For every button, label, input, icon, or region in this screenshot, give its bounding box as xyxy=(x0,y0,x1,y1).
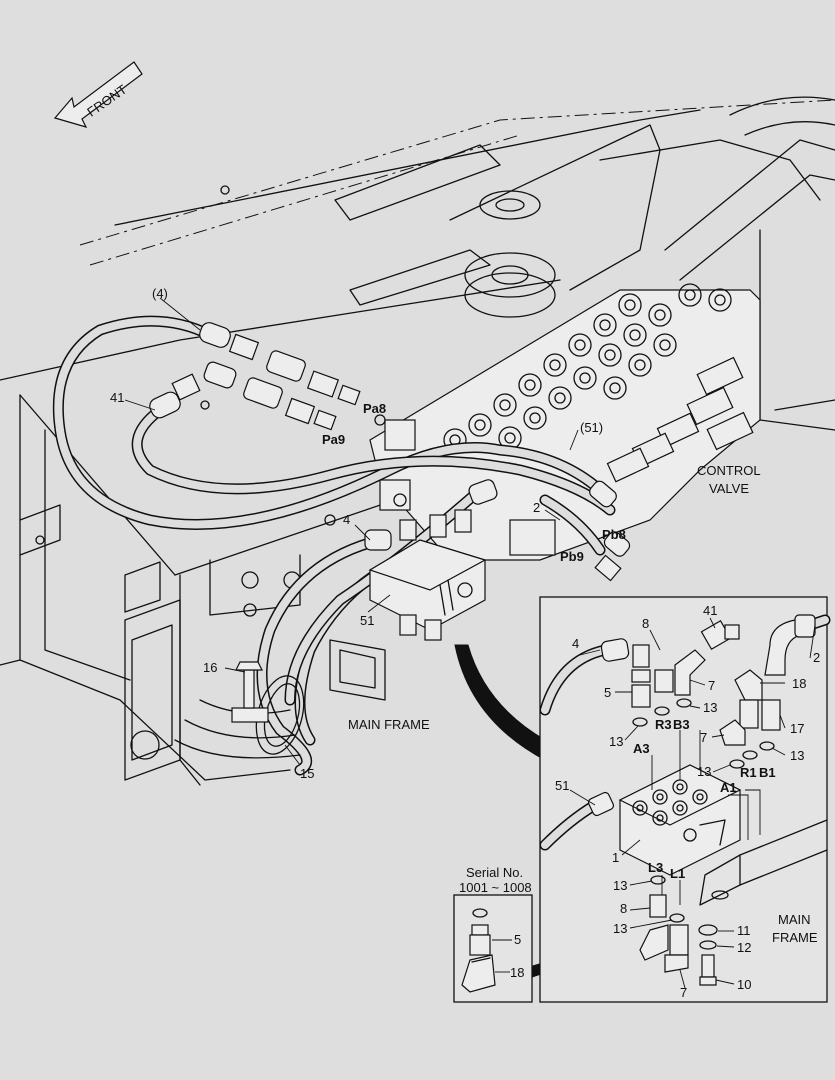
detail-callout-11: 11 xyxy=(737,923,751,938)
port-r1: R1 xyxy=(740,765,757,780)
control-valve-label-2: VALVE xyxy=(709,481,749,496)
detail-callout-8b: 8 xyxy=(620,901,627,916)
detail-callout-8: 8 xyxy=(642,616,649,631)
control-valve-label-1: CONTROL xyxy=(697,463,761,478)
detail-callout-1: 1 xyxy=(612,850,619,865)
serial-box: Serial No. 1001 ~ 1008 5 18 xyxy=(453,865,533,1003)
detail-callout-2: 2 xyxy=(813,650,820,665)
serial-title-1: Serial No. xyxy=(466,865,523,880)
valve-spool-caps xyxy=(443,283,732,452)
detail-callout-12: 12 xyxy=(737,940,751,955)
detail-callout-13b: 13 xyxy=(609,734,623,749)
detail-box: 8 41 4 2 5 7 18 13 13 A3 R3 B3 17 7 13 1… xyxy=(539,596,831,1003)
main-leaders xyxy=(124,297,579,766)
detail-callout-13e: 13 xyxy=(613,878,627,893)
detail-callout-17: 17 xyxy=(790,721,804,736)
port-pa9: Pa9 xyxy=(322,432,345,447)
detail-callout-13f: 13 xyxy=(613,921,627,936)
main-labels: (4) 41 Pa8 Pa9 (51) CONTROL VALVE 2 Pb8 … xyxy=(110,286,761,781)
port-b1: B1 xyxy=(759,765,776,780)
port-a1: A1 xyxy=(720,780,737,795)
port-b3: B3 xyxy=(673,717,690,732)
callout-15: 15 xyxy=(300,766,314,781)
port-l3: L3 xyxy=(648,860,663,875)
detail-callout-13d: 13 xyxy=(790,748,804,763)
hose-clamp xyxy=(231,661,305,755)
port-a3: A3 xyxy=(633,741,650,756)
detail-callout-7b: 7 xyxy=(700,730,707,745)
detail-callout-41: 41 xyxy=(703,603,717,618)
port-r3: R3 xyxy=(655,717,672,732)
hose-fittings-main xyxy=(149,322,631,582)
detail-callout-5: 5 xyxy=(604,685,611,700)
detail-callout-13c: 13 xyxy=(697,764,711,779)
port-pb8: Pb8 xyxy=(602,527,626,542)
callout-4: 4 xyxy=(343,512,350,527)
port-pa8: Pa8 xyxy=(363,401,386,416)
detail-main-frame-1: MAIN xyxy=(778,912,811,927)
detail-callout-4: 4 xyxy=(572,636,579,651)
main-frame-label: MAIN FRAME xyxy=(348,717,430,732)
callout-51-paren: (51) xyxy=(580,420,603,435)
detail-callout-51: 51 xyxy=(555,778,569,793)
manifold-block-main xyxy=(368,509,487,641)
serial-callout-5: 5 xyxy=(514,932,521,947)
detail-callout-10: 10 xyxy=(737,977,751,992)
detail-callout-7c: 7 xyxy=(680,985,687,1000)
detail-callout-18: 18 xyxy=(792,676,806,691)
detail-main-frame-2: FRAME xyxy=(772,930,818,945)
valve-side-fittings xyxy=(379,356,754,556)
detail-callout-7a: 7 xyxy=(708,678,715,693)
main-frame-structure xyxy=(0,96,835,786)
detail-callout-13a: 13 xyxy=(703,700,717,715)
port-l1: L1 xyxy=(670,866,685,881)
serial-callout-18: 18 xyxy=(510,965,524,980)
callout-41: 41 xyxy=(110,390,124,405)
callout-16: 16 xyxy=(203,660,217,675)
port-pb9: Pb9 xyxy=(560,549,584,564)
callout-4-paren: (4) xyxy=(152,286,168,301)
callout-2: 2 xyxy=(533,500,540,515)
callout-51: 51 xyxy=(360,613,374,628)
front-arrow: FRONT xyxy=(53,61,143,128)
serial-title-2: 1001 ~ 1008 xyxy=(459,880,532,895)
